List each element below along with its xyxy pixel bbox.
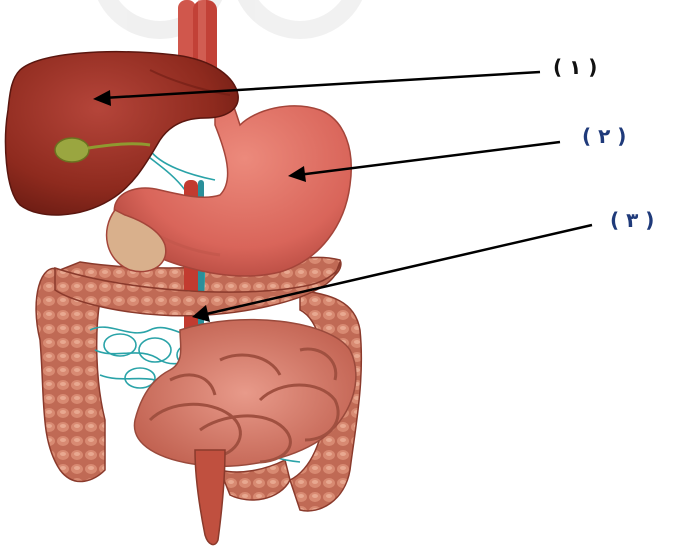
rectum — [195, 450, 225, 545]
label-1: ( ١ ) — [553, 55, 597, 79]
label-2: ( ٢ ) — [582, 124, 626, 148]
label-3: ( ٣ ) — [610, 208, 654, 232]
watermark — [100, 0, 360, 30]
